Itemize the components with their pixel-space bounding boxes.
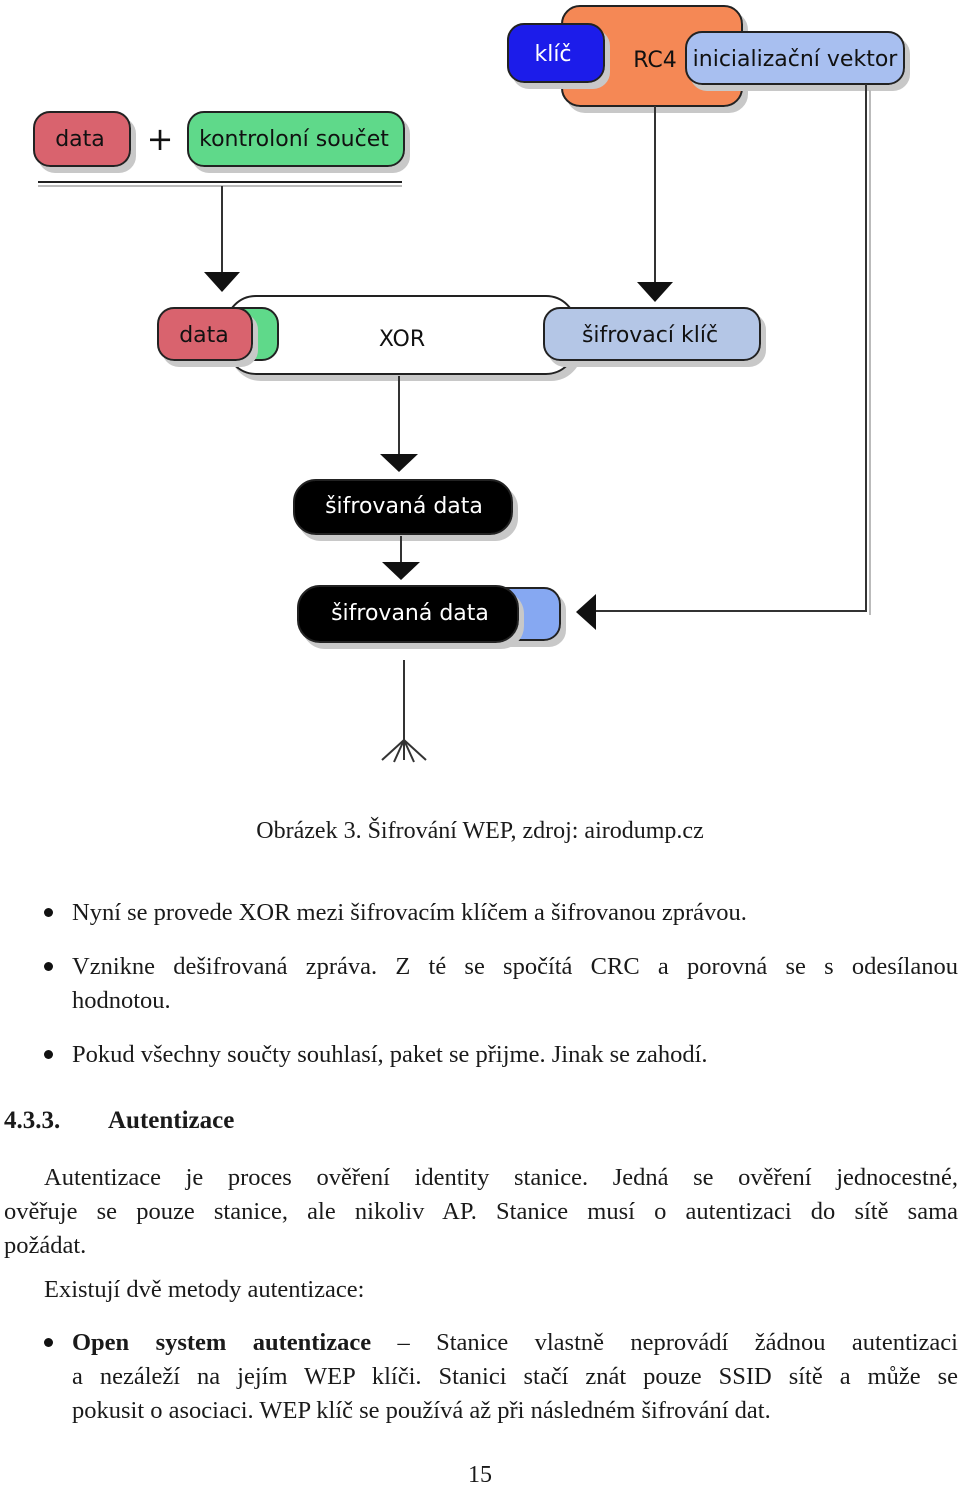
- bullet-bottom-line1-rest: – Stanice vlastně neprovádí žádnou auten…: [371, 1329, 958, 1356]
- iv-box: [685, 31, 905, 85]
- bullet-dot: [44, 1050, 53, 1059]
- section-heading: 4.3.3. Autentizace: [4, 1107, 234, 1135]
- bullet-dot: [44, 908, 53, 917]
- paragraph-2: Existují dvě metody autentizace:: [44, 1276, 365, 1303]
- rc4-label: RC4: [633, 48, 677, 73]
- cipher-key-box: [543, 307, 761, 361]
- wep-diagram: klíč RC4 inicializační vektor data + kon…: [33, 5, 905, 763]
- paragraph-1-line1: Autentizace je proces ověření identity s…: [44, 1164, 958, 1191]
- bullet-1-text: Nyní se provede XOR mezi šifrovacím klíč…: [72, 899, 747, 926]
- checksum-box: [187, 111, 405, 167]
- cipher-key-label: šifrovací klíč: [582, 323, 718, 348]
- paragraph-1-line3: požádat.: [4, 1232, 87, 1259]
- open-system-term: Open system autentizace: [72, 1329, 372, 1356]
- data-box-top: [33, 111, 131, 167]
- key-box: [507, 23, 605, 83]
- encrypted-label-1: šifrovaná data: [325, 494, 483, 519]
- bullet-bottom-line1: Open system autentizace – Stanice vlastn…: [72, 1326, 958, 1360]
- iv-label: inicializační vektor: [693, 47, 899, 72]
- bullet-2-line2: hodnotou.: [72, 987, 171, 1014]
- bullet-bottom-line2: a nezáleží na jejím WEP klíči. Stanici s…: [72, 1363, 958, 1390]
- bullet-dot: [44, 962, 53, 971]
- bullet-2-line1: Vznikne dešifrovaná zpráva. Z té se spoč…: [72, 953, 958, 980]
- data-mid-label: data: [179, 323, 229, 348]
- xor-label: XOR: [379, 327, 425, 352]
- bullet-bottom-line3: pokusit o asociaci. WEP klíč se používá …: [72, 1397, 771, 1424]
- bullet-3-text: Pokud všechny součty souhlasí, paket se …: [72, 1041, 708, 1068]
- bullet-dot: [44, 1338, 53, 1347]
- encrypted-data-box-2: [297, 585, 519, 643]
- data-top-label: data: [55, 127, 105, 152]
- encrypted-data-box-1: [293, 479, 513, 535]
- section-number: 4.3.3.: [4, 1107, 61, 1134]
- section-title: Autentizace: [108, 1107, 235, 1134]
- encrypted-label-2: šifrovaná data: [331, 601, 489, 626]
- key-label: klíč: [534, 42, 571, 67]
- paragraph-1-line2: ověřuje se pouze stanice, ale nikoliv AP…: [4, 1198, 958, 1225]
- data-box-mid: [157, 307, 253, 361]
- page-number: 15: [468, 1462, 492, 1488]
- plus-sign: +: [147, 120, 174, 158]
- figure-caption: Obrázek 3. Šifrování WEP, zdroj: airodum…: [256, 818, 704, 844]
- checksum-label: kontroloní součet: [199, 127, 389, 152]
